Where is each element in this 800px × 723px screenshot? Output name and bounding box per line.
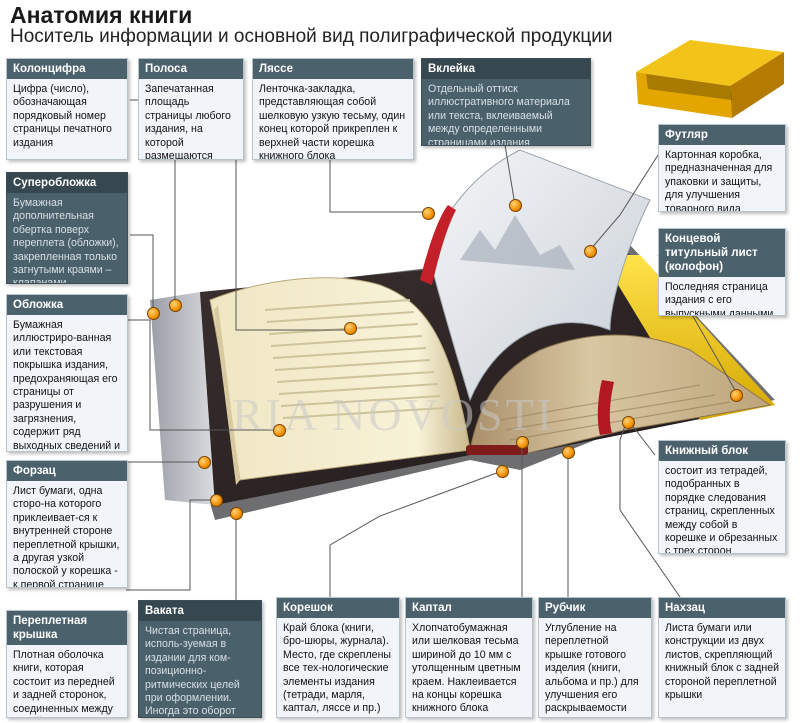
marker-forzats xyxy=(198,456,211,469)
callout-text: Лист бумаги, одна сторо-на которого прик… xyxy=(13,485,120,588)
callout-title: Футляр xyxy=(659,125,785,145)
callout-text: Бумажная дополнительная обертка поверх п… xyxy=(13,197,119,284)
page-title: Анатомия книги xyxy=(10,2,193,28)
marker-lyasse xyxy=(422,207,435,220)
callout-text: состоит из тетрадей, подобранных в поряд… xyxy=(665,465,778,554)
marker-vakata xyxy=(230,507,243,520)
page-subtitle: Носитель информации и основной вид полиг… xyxy=(10,26,613,47)
callout-kaptal: Каптал Хлопчатобумажная или шелковая тес… xyxy=(405,597,533,718)
callout-title: Вклейка xyxy=(422,59,590,79)
callout-nakhzats: Нахзац Листа бумаги или конструкции из д… xyxy=(658,597,786,718)
marker-kolontsifra xyxy=(169,299,182,312)
callout-title: Колонцифра xyxy=(7,59,127,79)
callout-text: Хлопчатобумажная или шелковая тесьма шир… xyxy=(412,622,521,715)
book-shape xyxy=(150,149,775,520)
callout-title: Ляссе xyxy=(253,59,413,79)
callout-text: Картонная коробка, предназначенная для у… xyxy=(665,149,773,212)
callout-koreshok: Корешок Край блока (книги, бро-шюры, жур… xyxy=(276,597,400,718)
callout-text: Последняя страница издания с его выпускн… xyxy=(665,281,774,316)
callout-title: Концевой титульный лист (колофон) xyxy=(659,229,785,277)
marker-vkleyka xyxy=(509,199,522,212)
callout-superoblozhka: Суперобложка Бумажная дополнительная обе… xyxy=(6,172,128,284)
callout-text: Ленточка-закладка, представляющая собой … xyxy=(259,83,406,160)
callout-knizhny-blok: Книжный блок состоит из тетрадей, подобр… xyxy=(658,440,786,554)
callout-text: Чистая страница, исполь-зуемая в издании… xyxy=(145,625,240,718)
marker-kaptal xyxy=(516,436,529,449)
callout-title: Суперобложка xyxy=(7,173,127,193)
callout-vakata: Ваката Чистая страница, исполь-зуемая в … xyxy=(138,600,262,718)
callout-text: Бумажная иллюстриро-ванная или текстовая… xyxy=(13,319,121,452)
callout-title: Обложка xyxy=(7,295,127,315)
callout-title: Книжный блок xyxy=(659,441,785,461)
marker-oblozhka xyxy=(273,424,286,437)
marker-knizhny-blok xyxy=(622,416,635,429)
callout-lyasse: Ляссе Ленточка-закладка, представляющая … xyxy=(252,58,414,160)
callout-title: Каптал xyxy=(406,598,532,618)
callout-title: Нахзац xyxy=(659,598,785,618)
callout-text: Плотная оболочка книги, которая состоит … xyxy=(13,649,115,717)
slipcase-shape xyxy=(636,40,784,118)
callout-kontsevoy: Концевой титульный лист (колофон) Послед… xyxy=(658,228,786,316)
callout-title: Форзац xyxy=(7,461,127,481)
marker-rubchik xyxy=(562,446,575,459)
callout-kolontsifra: Колонцифра Цифра (число), обозначающая п… xyxy=(6,58,128,160)
callout-text: Край блока (книги, бро-шюры, журнала). М… xyxy=(283,622,392,715)
callout-pereplet: Переплетная крышка Плотная оболочка книг… xyxy=(6,610,128,718)
marker-koreshok xyxy=(496,465,509,478)
marker-polosa xyxy=(344,322,357,335)
callout-title: Полоса xyxy=(139,59,243,79)
callout-vkleyka: Вклейка Отдельный оттиск иллюстративного… xyxy=(421,58,591,146)
callout-text: Запечатанная площадь страницы любого изд… xyxy=(145,83,231,160)
callout-title: Корешок xyxy=(277,598,399,618)
marker-superoblozhka xyxy=(147,307,160,320)
callout-rubchik: Рубчик Углубление на переплетной крышке … xyxy=(538,597,652,718)
callout-text: Углубление на переплетной крышке готовог… xyxy=(545,622,639,715)
callout-title: Ваката xyxy=(139,601,261,621)
callout-title: Рубчик xyxy=(539,598,651,618)
callout-polosa: Полоса Запечатанная площадь страницы люб… xyxy=(138,58,244,160)
marker-kontsevoy xyxy=(730,389,743,402)
callout-oblozhka: Обложка Бумажная иллюстриро-ванная или т… xyxy=(6,294,128,452)
marker-futlyar xyxy=(584,245,597,258)
callout-text: Цифра (число), обозначающая порядковый н… xyxy=(13,83,112,149)
callout-text: Листа бумаги или конструкции из двух лис… xyxy=(665,622,780,702)
callout-title: Переплетная крышка xyxy=(7,611,127,645)
callout-text: Отдельный оттиск иллюстративного материа… xyxy=(428,83,570,146)
callout-forzats: Форзац Лист бумаги, одна сторо-на которо… xyxy=(6,460,128,588)
marker-pereplet xyxy=(210,494,223,507)
callout-futlyar: Футляр Картонная коробка, предназначенна… xyxy=(658,124,786,212)
